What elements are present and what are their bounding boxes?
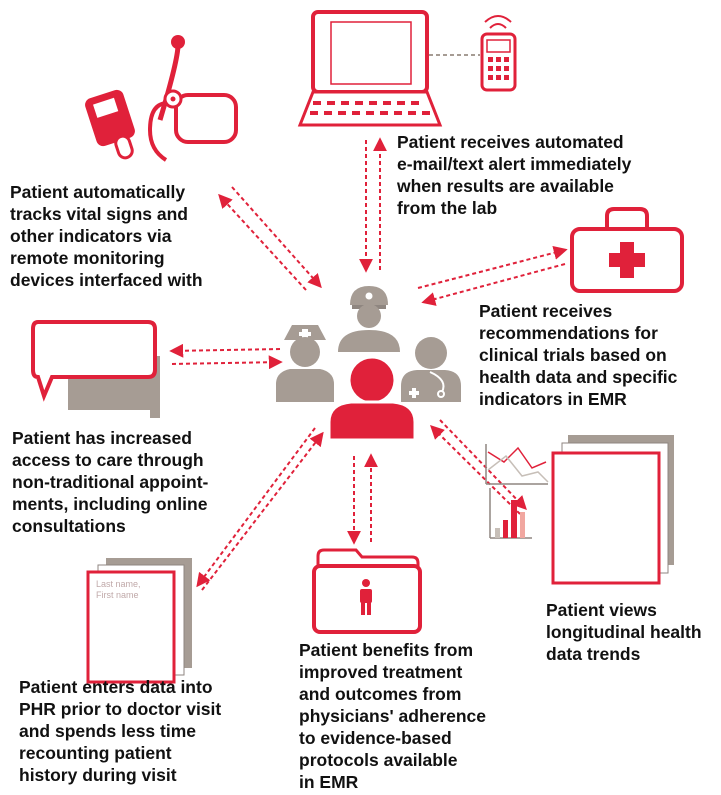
caption-line: recommendations for (479, 323, 658, 343)
arrow-from-clinical-trials (421, 263, 566, 306)
arrow-to-phr (196, 427, 316, 588)
caption-line: recounting patient (19, 743, 172, 763)
bar-chart-icon (489, 488, 532, 539)
caption-line: when results are available (397, 176, 614, 196)
form-placeholder-line2: First name (96, 590, 139, 600)
nurse-figure (276, 325, 334, 402)
arrow-to-consultations (169, 343, 281, 358)
caption-line: health data and specific (479, 367, 678, 387)
caption-line: Patient enters data into (19, 677, 213, 697)
caption-line: in EMR (299, 772, 359, 792)
doctor-figure (401, 337, 461, 402)
patient-folder-icon (312, 548, 422, 634)
caption-phr-entry: Patient enters data into PHR prior to do… (19, 676, 221, 786)
connector-arrows (169, 137, 568, 591)
charts-document-icon (485, 435, 674, 585)
caption-line: tracks vital signs and (10, 204, 188, 224)
caption-clinical-trials: Patient receives recommendations for cli… (479, 300, 677, 410)
caption-line: longitudinal health (546, 622, 702, 642)
caption-health-trends: Patient views longitudinal health data t… (546, 599, 702, 665)
caption-line: access to care through (12, 450, 204, 470)
caption-online-consultations: Patient has increased access to care thr… (12, 427, 208, 537)
caption-line: improved treatment (299, 662, 463, 682)
caption-line: protocols available (299, 750, 458, 770)
caption-line: consultations (12, 516, 126, 536)
patient-figure (327, 355, 417, 442)
caption-line: from the lab (397, 198, 498, 218)
surgeon-figure (338, 286, 400, 352)
caption-line: data trends (546, 644, 641, 664)
arrow-to-center-from-monitoring (231, 186, 322, 289)
arrow-from-center-to-monitoring (218, 193, 307, 291)
form-placeholder-line1: Last name, (96, 579, 141, 589)
arrow-from-consultations (171, 355, 283, 370)
caption-line: non-traditional appoint- (12, 472, 209, 492)
line-chart-icon (485, 444, 549, 485)
caption-evidence-based: Patient benefits from improved treatment… (299, 639, 486, 793)
caption-line: Patient views (546, 600, 657, 620)
caption-line: e-mail/text alert immediately (397, 154, 632, 174)
caption-line: clinical trials based on (479, 345, 667, 365)
caption-line: Patient has increased (12, 428, 192, 448)
caption-line: remote monitoring (10, 248, 165, 268)
caption-line: history during visit (19, 765, 177, 785)
vital-signs-monitor-icon (85, 35, 238, 162)
caption-line: ments, including online (12, 494, 208, 514)
caption-line: indicators in EMR (479, 389, 627, 409)
caption-line: Patient receives (479, 301, 613, 321)
caption-lab-alert: Patient receives automated e-mail/text a… (397, 131, 631, 219)
caption-line: Patient receives automated (397, 132, 624, 152)
caption-line: other indicators via (10, 226, 172, 246)
arrow-from-trends (430, 425, 521, 515)
caption-line: Patient automatically (10, 182, 186, 202)
arrow-to-clinical-trials (417, 246, 568, 289)
phr-form-icon: Last name, First name (86, 558, 192, 684)
caption-line: PHR prior to doctor visit (19, 699, 222, 719)
caption-line: to evidence-based (299, 728, 452, 748)
first-aid-kit-icon (570, 207, 684, 293)
caption-line: physicians' adherence (299, 706, 487, 726)
caption-line: Patient benefits from (299, 640, 474, 660)
speech-bubbles-icon (31, 320, 160, 418)
caption-line: and outcomes from (299, 684, 462, 704)
arrow-to-trends (439, 419, 527, 511)
computer-and-phone-icon (297, 10, 517, 127)
caption-line: and spends less time (19, 721, 197, 741)
person-glyph-icon (360, 579, 372, 615)
caption-line: devices interfaced with (10, 270, 203, 290)
arrow-from-phr (201, 431, 324, 591)
care-team-patient-icon (276, 286, 461, 442)
caption-remote-monitoring: Patient automatically tracks vital signs… (10, 181, 203, 291)
